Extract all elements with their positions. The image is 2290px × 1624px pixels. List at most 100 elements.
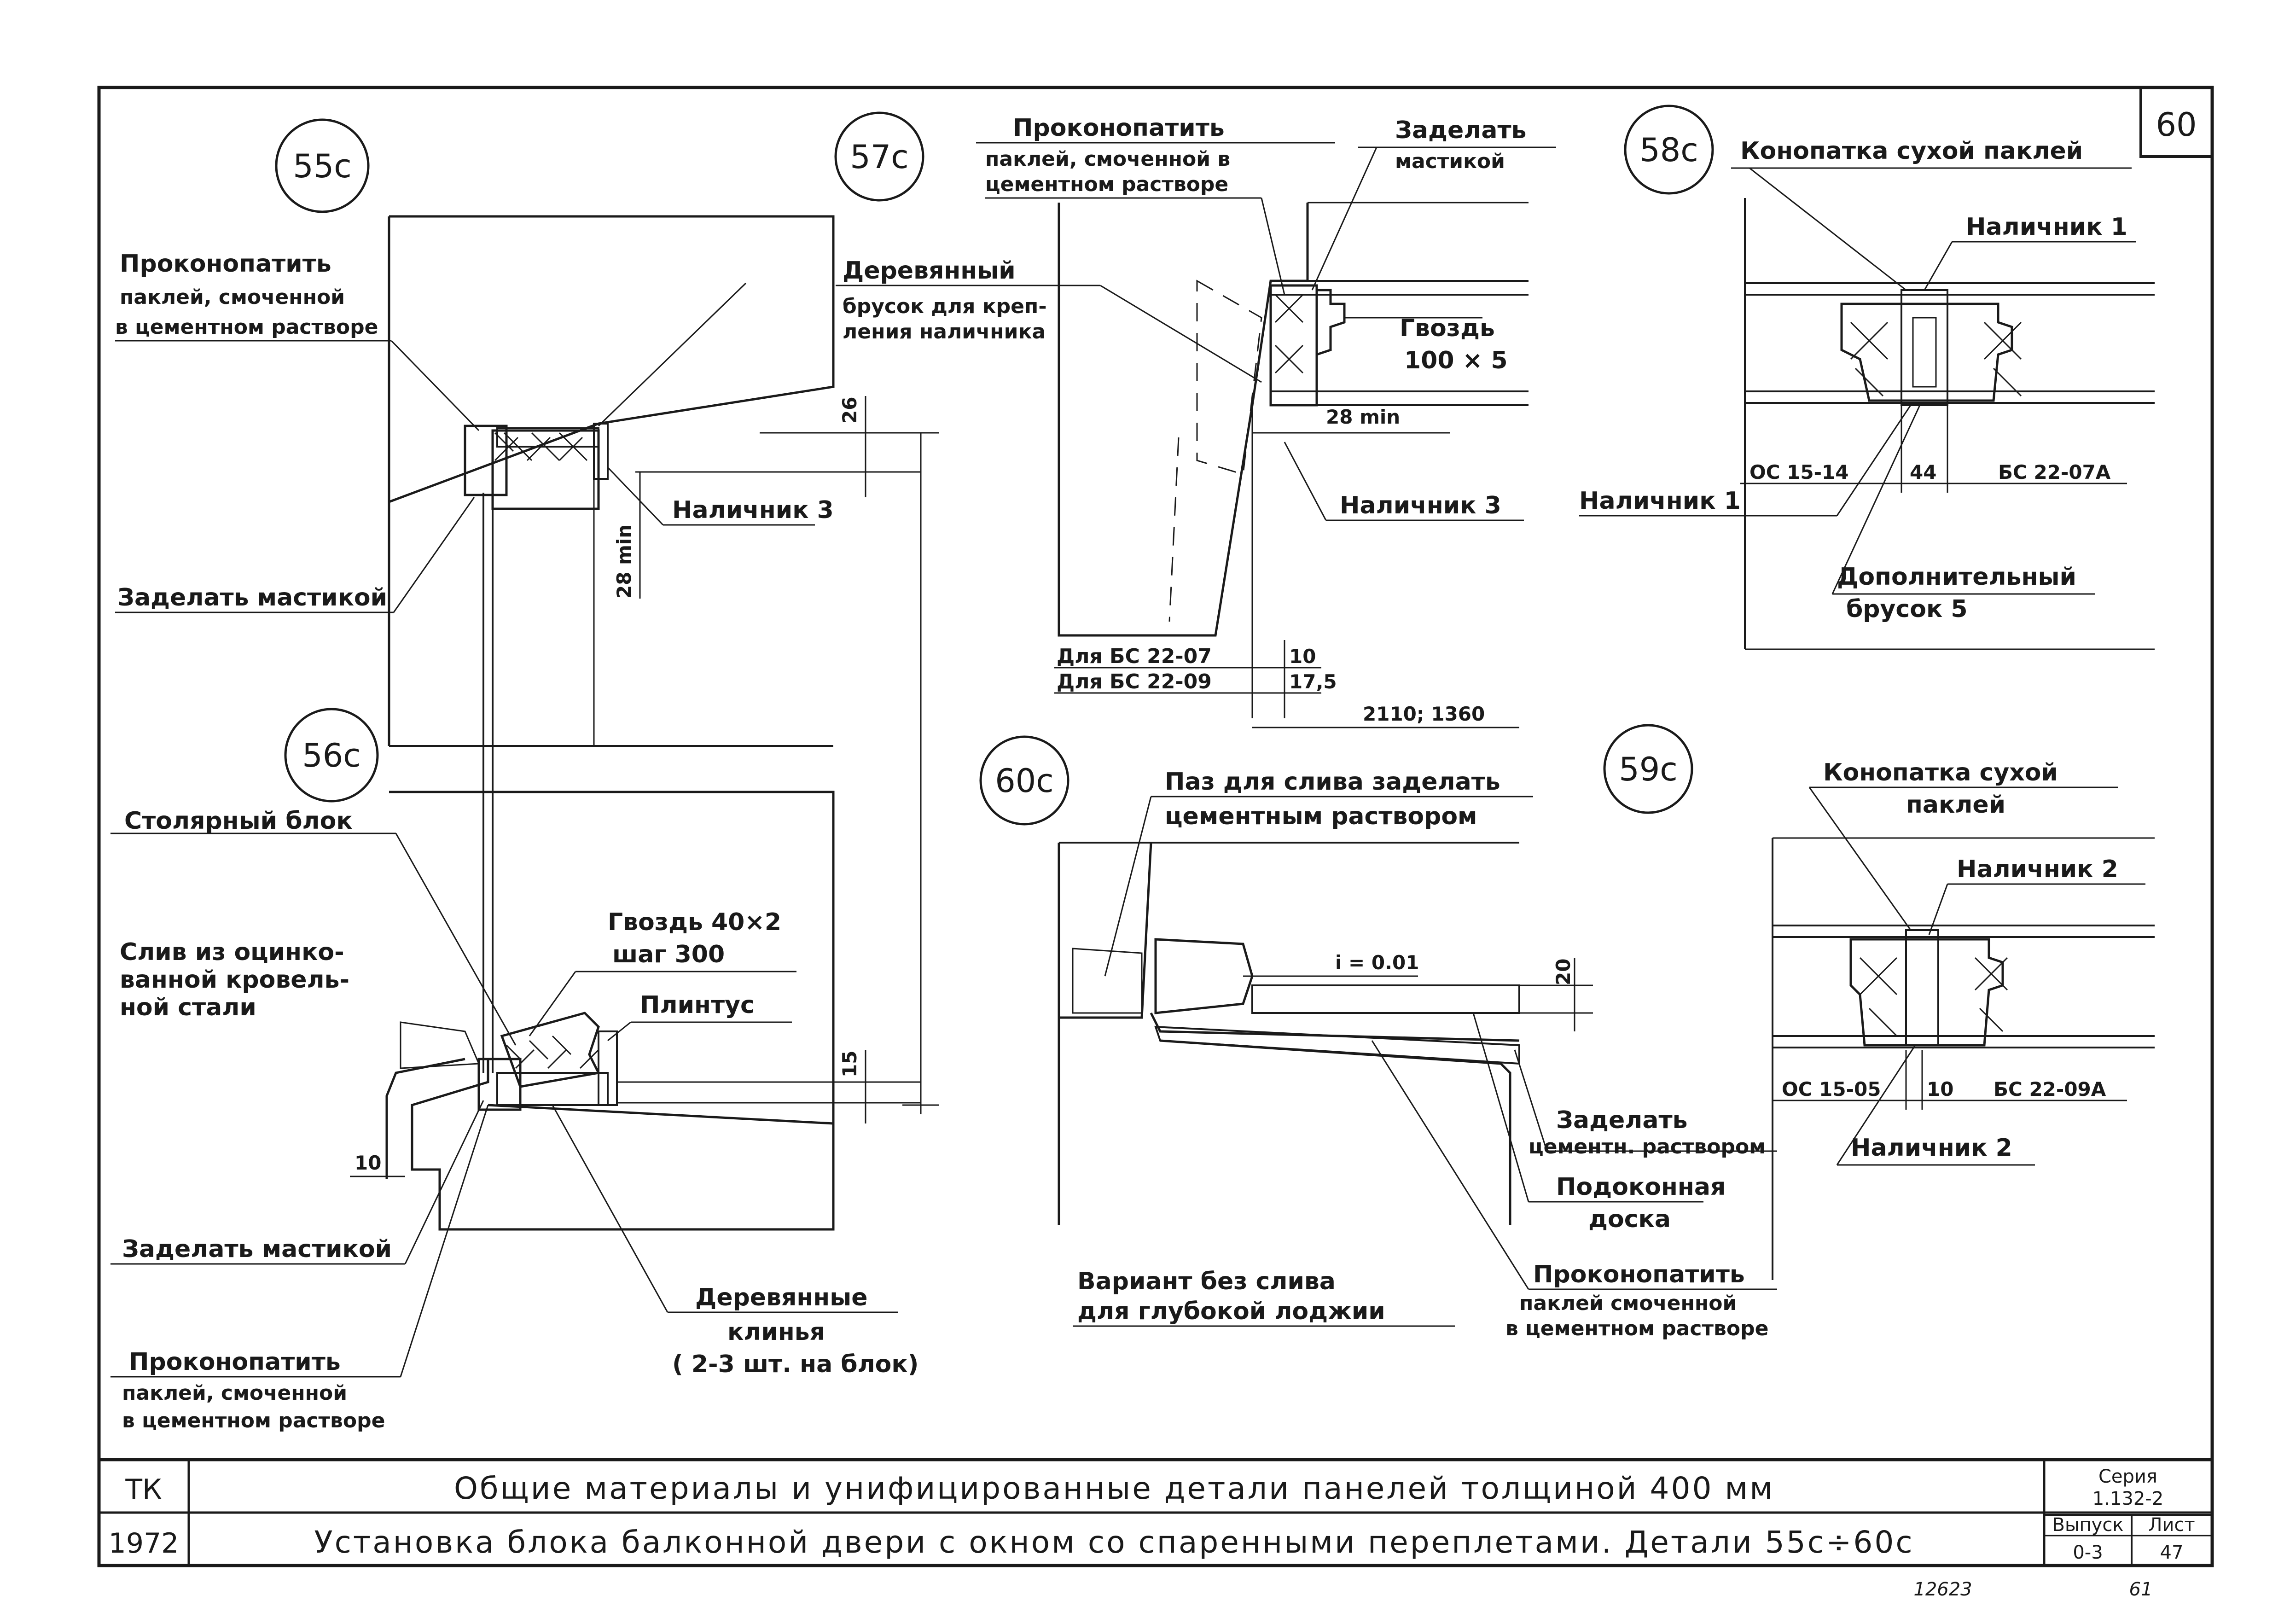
detail-58c: 58с ОС 15-14 44 БС 22-07А Конопатка сухо… — [1579, 105, 2155, 650]
os-58: ОС 15-14 — [1749, 461, 1848, 483]
plinth: Плинтус — [640, 991, 755, 1019]
wood-bar-3: ления наличника — [843, 320, 1046, 343]
detail-marker-56c — [284, 708, 379, 803]
groove-2: цементным раствором — [1165, 803, 1477, 830]
sheet-number: 60 — [2156, 106, 2197, 144]
series-value: 1.132-2 — [2092, 1488, 2163, 1509]
dry-caulk-59-1: Конопатка сухой — [1823, 759, 2058, 786]
nail-57-1: Гвоздь — [1400, 314, 1495, 342]
detail-56c: 56с 15 10 Столярный блок Слив из оцинко — [110, 708, 921, 1432]
nail-57-2: 100 × 5 — [1404, 347, 1508, 374]
detail-60c: 60с i = 0.01 20 Паз для слива заделать ц… — [979, 735, 1777, 1340]
wood-bar-2: брусок для креп- — [843, 295, 1047, 318]
extra-bar-2: брусок 5 — [1846, 595, 1968, 623]
dry-caulk-58: Конопатка сухой паклей — [1740, 137, 2083, 165]
caulk-55-1: Проконопатить — [120, 250, 331, 278]
detail-id-57c: 57с — [850, 138, 909, 176]
for-bs2209: Для БС 22-09 — [1057, 670, 1212, 693]
bs-59: БС 22-09А — [1994, 1078, 2106, 1100]
joinery-block: Столярный блок — [124, 807, 353, 835]
stamp-number: 61 — [2129, 1579, 2153, 1600]
dim-2110: 2110; 1360 — [1363, 703, 1485, 725]
wedges-1: Деревянные — [695, 1284, 868, 1311]
detail-marker-58c — [1624, 105, 1714, 195]
trim2-bottom: Наличник 2 — [1851, 1134, 2012, 1162]
sheet-frame — [97, 86, 2214, 1567]
nail-56-2: шаг 300 — [612, 941, 725, 968]
detail-59c: 59с ОС 15-05 10 БС 22-09А Конопатка сухо… — [1603, 724, 2155, 1280]
caulk-57-3: цементном растворе — [985, 173, 1228, 196]
sill-1: Подоконная — [1556, 1173, 1726, 1201]
mortar-2: цементн. раствором — [1529, 1135, 1766, 1158]
title-block: ТК 1972 Общие материалы и унифицированны… — [99, 1458, 2212, 1566]
dim-20: 20 — [1552, 959, 1575, 985]
drip-2: ванной кровель- — [120, 966, 349, 994]
variant-2: для глубокой лоджии — [1077, 1298, 1385, 1325]
detail-marker-57c — [834, 111, 924, 202]
dim-28min-57: 28 min — [1326, 406, 1400, 428]
detail-marker-59c — [1603, 724, 1693, 814]
detail-55c: 55с 26 28 min Проконопатить паклей, смоч… — [115, 118, 921, 1073]
drip-3: ной стали — [120, 994, 256, 1021]
trim2-top: Наличник 2 — [1957, 856, 2118, 883]
caulk-56-3: в цементном растворе — [122, 1409, 385, 1432]
issue-label: Выпуск — [2052, 1514, 2124, 1536]
wedges-2: клинья — [727, 1318, 825, 1346]
issue-value: 0-3 — [2073, 1542, 2103, 1563]
sheet-label: Лист — [2148, 1514, 2195, 1536]
detail-57c: 57с 28 min Для БС 22-07 Для БС 22-09 10 … — [834, 111, 1556, 728]
mastic-57-1: Заделать — [1395, 116, 1527, 144]
trim1-top: Наличник 1 — [1966, 213, 2127, 241]
detail-id-59c: 59с — [1619, 751, 1678, 788]
mastic-55: Заделать мастикой — [117, 584, 387, 611]
detail-marker-55c — [275, 118, 370, 213]
org-code: ТК — [125, 1473, 162, 1506]
sheet-value: 47 — [2160, 1542, 2184, 1563]
title-sub: Установка блока балконной двери с окном … — [314, 1525, 1914, 1560]
wedges-3: ( 2-3 шт. на блок) — [672, 1350, 918, 1378]
sheet-number-box — [2139, 86, 2214, 158]
trim1-left: Наличник 1 — [1579, 487, 1741, 515]
caulk-57-1: Проконопатить — [1013, 114, 1225, 142]
for-bs2207: Для БС 22-07 — [1057, 645, 1212, 668]
trim3-57: Наличник 3 — [1340, 492, 1501, 519]
mastic-57-2: мастикой — [1395, 150, 1505, 173]
mastic-56: Заделать мастикой — [122, 1235, 392, 1263]
dim-26: 26 — [838, 397, 861, 424]
dim-44: 44 — [1910, 461, 1936, 483]
detail-id-56c: 56с — [302, 737, 361, 774]
wood-bar-1: Деревянный — [843, 257, 1016, 285]
slope: i = 0.01 — [1335, 951, 1419, 974]
caulk-60-1: Проконопатить — [1533, 1261, 1745, 1288]
caulk-55-3: в цементном растворе — [115, 315, 378, 339]
trim3-55: Наличник 3 — [672, 496, 834, 524]
mortar-1: Заделать — [1556, 1106, 1688, 1134]
detail-id-55c: 55с — [293, 147, 352, 185]
groove-1: Паз для слива заделать — [1165, 768, 1500, 796]
title-main: Общие материалы и унифицированные детали… — [454, 1471, 1774, 1506]
os-59: ОС 15-05 — [1782, 1078, 1881, 1100]
extra-bar-1: Дополнительный — [1837, 563, 2076, 591]
nail-56-1: Гвоздь 40×2 — [608, 908, 781, 936]
caulk-57-2: паклей, смоченной в — [985, 147, 1230, 171]
caulk-60-2: паклей смоченной — [1519, 1292, 1737, 1315]
dim-28min-55: 28 min — [613, 524, 635, 599]
bs-58: БС 22-07А — [1998, 461, 2111, 483]
dim-10-56: 10 — [355, 1152, 381, 1174]
caulk-60-3: в цементном растворе — [1505, 1317, 1768, 1340]
year: 1972 — [109, 1527, 179, 1560]
dim-175: 17,5 — [1289, 670, 1337, 693]
dim-10-57: 10 — [1289, 645, 1316, 668]
detail-id-60c: 60с — [995, 762, 1054, 800]
caulk-56-1: Проконопатить — [129, 1348, 341, 1376]
detail-id-58c: 58с — [1639, 131, 1698, 169]
overall-dimension — [902, 432, 939, 1114]
inventory-number: 12623 — [1913, 1579, 1972, 1600]
dim-15: 15 — [838, 1051, 861, 1077]
dry-caulk-59-2: паклей — [1906, 791, 2005, 819]
sill-2: доска — [1588, 1205, 1671, 1233]
series-label: Серия — [2098, 1466, 2157, 1487]
variant-1: Вариант без слива — [1077, 1268, 1336, 1295]
